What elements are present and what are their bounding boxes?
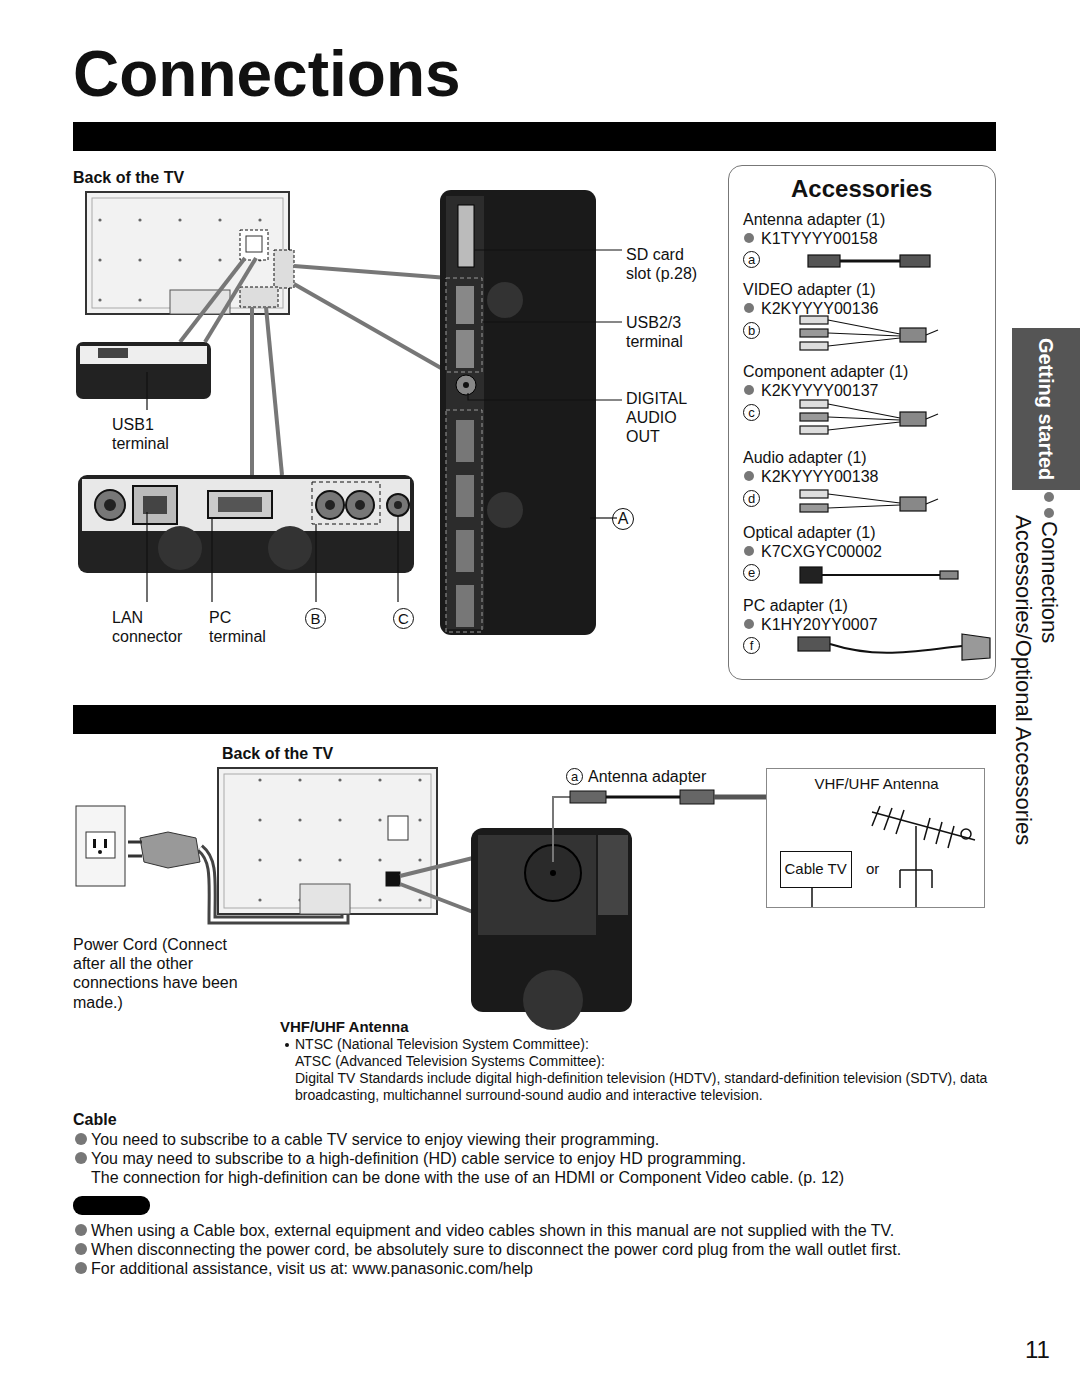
accessory-text: K1TYYYY00158 [761,229,878,248]
note-text: When using a Cable box, external equipme… [91,1221,894,1240]
section-title: Connections [1036,521,1062,643]
view-heading: Back of the TV [222,744,333,763]
subheading: Cable [73,1110,117,1129]
callout-letter: A [612,508,634,530]
instruction-note: Power Cord (Connect after all the other … [73,935,263,1012]
port-label: LAN connector [112,608,196,646]
section-title: Accessories/Optional Accessories [1010,515,1036,845]
note-text: ATSC (Advanced Television Systems Commit… [295,1053,605,1070]
bullet-text: The connection for high-definition can b… [91,1168,844,1187]
callout-letter: a [743,251,760,268]
antenna-box: VHF/UHF AntennaCable TV [766,768,985,908]
accessories-box: AccessoriesAntenna adapter (1)K1TYYYY001… [728,165,996,680]
box-label: VHF/UHF Antenna [814,775,938,793]
bullet-text: You may need to subscribe to a high-defi… [91,1149,746,1168]
accessory-text: Audio adapter (1) [743,448,867,467]
callout-letter: f [743,637,760,654]
accessory-text: PC adapter (1) [743,596,848,615]
callout-letter: d [743,490,760,507]
cable-tv-box: Cable TV [780,851,852,888]
accessory-text: K2KYYYY00136 [761,299,878,318]
page-number: 11 [1025,1336,1050,1365]
page-title: Connections [73,36,461,113]
subheading: VHF/UHF Antenna [280,1018,409,1036]
port-label: USB2/3 terminal [626,313,704,351]
accessory-text: K7CXGYC00002 [761,542,882,561]
callout-letter: b [743,322,760,339]
note-text: When disconnecting the power cord, be ab… [91,1240,901,1259]
callout-letter: B [305,608,326,629]
accessory-text: VIDEO adapter (1) [743,280,876,299]
connector-word: or [866,860,879,878]
callout-letter: c [743,404,760,421]
port-label: PC terminal [209,608,283,646]
bullet-text: You need to subscribe to a cable TV serv… [91,1130,659,1149]
view-heading: Back of the TV [73,168,184,187]
callout-letter: a [566,768,583,785]
accessory-text: K2KYYYY00137 [761,381,878,400]
box-heading: Accessories [791,175,932,204]
callout-letter: e [743,564,760,581]
accessory-text: K1HY20YY0007 [761,615,878,634]
port-label: DIGITAL AUDIO OUT [626,389,704,447]
section-tab: Getting started [1012,328,1080,490]
port-label: USB1 terminal [112,415,192,453]
accessory-text: Optical adapter (1) [743,523,876,542]
note-text: For additional assistance, visit us at: … [91,1259,533,1278]
callout-letter: C [393,608,414,629]
port-label: SD card slot (p.28) [626,245,708,283]
box-label: Cable TV [785,860,847,878]
note-text: Digital TV Standards include digital hig… [295,1070,1000,1104]
part-label: Antenna adapter [588,767,706,786]
tab-text: Getting started [1034,338,1058,480]
accessory-text: K2KYYYY00138 [761,467,878,486]
note-text: NTSC (National Television System Committ… [295,1036,589,1053]
accessory-text: Antenna adapter (1) [743,210,885,229]
accessory-text: Component adapter (1) [743,362,908,381]
